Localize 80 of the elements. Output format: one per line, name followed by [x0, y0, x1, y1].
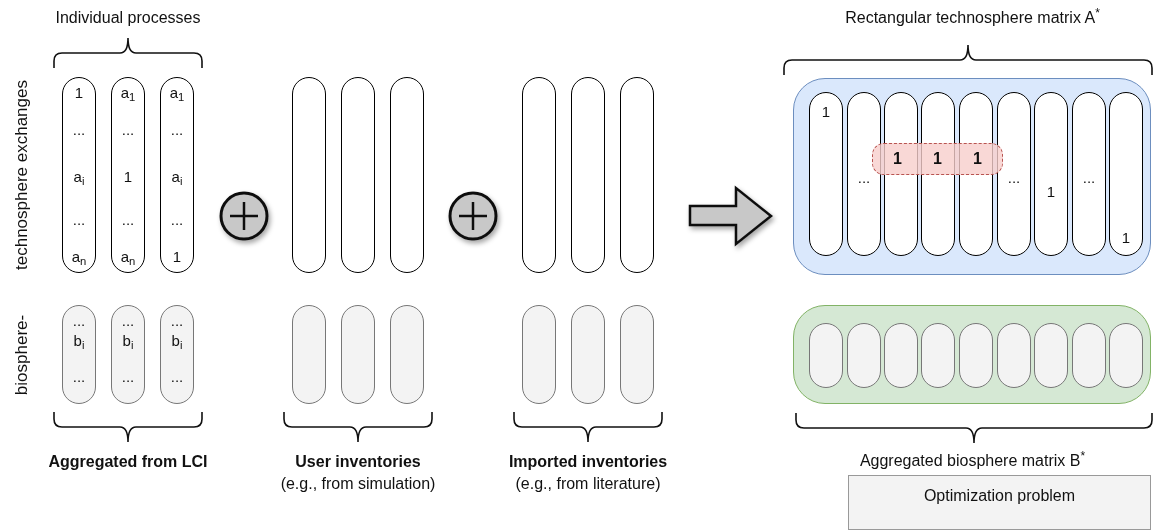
matrix-entry: ... — [121, 121, 135, 139]
matrix-entry: ... — [170, 368, 184, 386]
biosphere-pill — [997, 323, 1031, 388]
biosphere-pill — [292, 305, 326, 404]
matrix-entry: b$_{i}$ — [122, 332, 134, 350]
matrix-entry: ... — [121, 368, 135, 386]
matrix-entry: ... — [72, 211, 86, 229]
column-pill — [847, 92, 881, 256]
group-label: (e.g., from simulation) — [280, 474, 436, 494]
matrix-entry: a$_{n}$ — [120, 248, 136, 266]
column-pill — [1072, 92, 1106, 256]
problem-label: Optimization problem — [923, 486, 1076, 506]
matrix-entry: ... — [170, 121, 184, 139]
matrix-entry: ... — [72, 121, 86, 139]
matrix-entry: 1 — [123, 168, 133, 186]
biosphere-pill — [62, 305, 96, 404]
technosphere-matrix-panel — [793, 78, 1151, 275]
biosphere-matrix-panel — [793, 305, 1151, 404]
column-pill — [809, 92, 843, 256]
matrix-entry: b$_{i}$ — [171, 332, 183, 350]
biosphere-pill — [809, 323, 843, 388]
matrix-entry: 1 — [172, 248, 182, 266]
column-pill — [997, 92, 1031, 256]
matrix-entry: 1 — [1046, 183, 1056, 201]
matrix-entry: ... — [121, 211, 135, 229]
matrix-entry: ... — [121, 312, 135, 330]
biosphere-pill — [1034, 323, 1068, 388]
matrix-entry: ... — [72, 368, 86, 386]
problem-box — [848, 475, 1151, 530]
group-label: User inventories — [295, 452, 421, 472]
column-pill — [571, 77, 605, 273]
matrix-entry: 1 — [821, 103, 831, 121]
matrix-entry: ... — [170, 211, 184, 229]
matrix-entry: 1 — [933, 151, 942, 167]
column-pill — [62, 77, 96, 273]
biosphere-pill — [884, 323, 918, 388]
column-pill — [292, 77, 326, 273]
group-label: Imported inventories — [508, 452, 668, 472]
group-label: (e.g., from literature) — [515, 474, 661, 494]
matrix-entry: ... — [72, 312, 86, 330]
column-pill — [620, 77, 654, 273]
matrix-entry: 1 — [893, 151, 902, 167]
biosphere-pill — [847, 323, 881, 388]
column-pill — [1034, 92, 1068, 256]
matrix-entry: 1 — [74, 84, 84, 102]
biosphere-pill — [1109, 323, 1143, 388]
group-label: Aggregated from LCI — [48, 452, 208, 472]
matrix-entry: a$_{i}$ — [73, 168, 85, 186]
biosphere-pill — [620, 305, 654, 404]
column-pill — [522, 77, 556, 273]
column-pill — [160, 77, 194, 273]
column-pill — [341, 77, 375, 273]
biosphere-pill — [959, 323, 993, 388]
matrix-entry: ... — [1007, 169, 1021, 187]
biosphere-pill — [160, 305, 194, 404]
matrix-entry: 1 — [973, 151, 982, 167]
column-pill — [111, 77, 145, 273]
matrix-entry: b$_{i}$ — [73, 332, 85, 350]
biosphere-pill — [921, 323, 955, 388]
matrix-entry: 1 — [1121, 229, 1131, 247]
biosphere-pill — [571, 305, 605, 404]
group-label: Rectangular technosphere matrix A$^{*}$ — [845, 8, 1100, 28]
biosphere-pill — [390, 305, 424, 404]
matrix-entry: ... — [1082, 169, 1096, 187]
matrix-entry: ... — [170, 312, 184, 330]
group-label: Individual processes — [55, 8, 201, 28]
matrix-entry: a$_{1}$ — [120, 84, 136, 102]
matrix-entry: a$_{i}$ — [171, 168, 183, 186]
axis-label: technosphere exchanges — [11, 80, 33, 270]
column-pill — [390, 77, 424, 273]
matrix-entry: a$_{n}$ — [71, 248, 87, 266]
highlight-band — [872, 143, 1003, 175]
column-pill — [1109, 92, 1143, 256]
matrix-entry: ... — [857, 169, 871, 187]
biosphere-pill — [522, 305, 556, 404]
biosphere-pill — [111, 305, 145, 404]
biosphere-pill — [1072, 323, 1106, 388]
biosphere-pill — [341, 305, 375, 404]
axis-label: biosphere- — [11, 314, 33, 396]
matrix-entry: a$_{1}$ — [169, 84, 185, 102]
